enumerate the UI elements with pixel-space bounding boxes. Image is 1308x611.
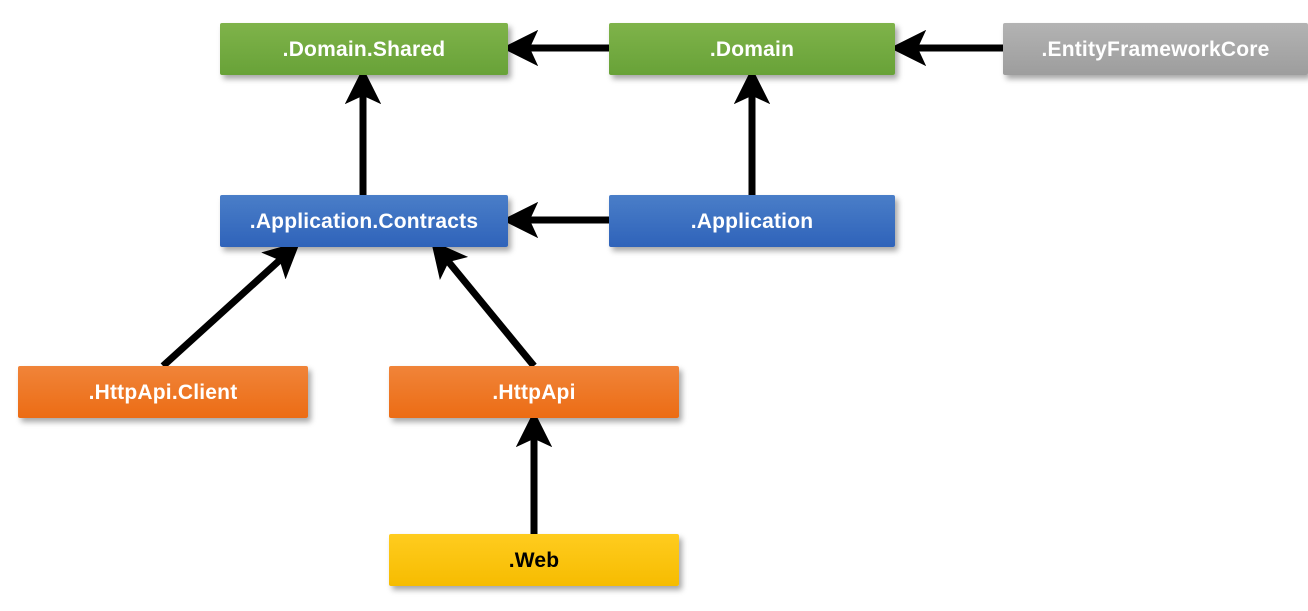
node-application-contracts[interactable]: .Application.Contracts — [220, 195, 508, 247]
node-domain-shared[interactable]: .Domain.Shared — [220, 23, 508, 75]
node-label: .HttpApi.Client — [88, 380, 238, 404]
node-application[interactable]: .Application — [609, 195, 895, 247]
dependency-arrow — [430, 240, 537, 369]
node-web[interactable]: .Web — [389, 534, 679, 586]
node-label: .Application.Contracts — [249, 209, 479, 233]
node-domain[interactable]: .Domain — [609, 23, 895, 75]
node-httpapi-client[interactable]: .HttpApi.Client — [18, 366, 308, 418]
node-label: .Domain.Shared — [282, 37, 446, 61]
node-label: .HttpApi — [492, 380, 576, 404]
node-httpapi[interactable]: .HttpApi — [389, 366, 679, 418]
node-label: .Application — [690, 209, 814, 233]
node-label: .Domain — [709, 37, 795, 61]
node-label: .EntityFrameworkCore — [1041, 37, 1270, 61]
node-entity-framework-core[interactable]: .EntityFrameworkCore — [1003, 23, 1308, 75]
node-label: .Web — [508, 548, 560, 572]
dependency-arrow — [160, 241, 301, 369]
